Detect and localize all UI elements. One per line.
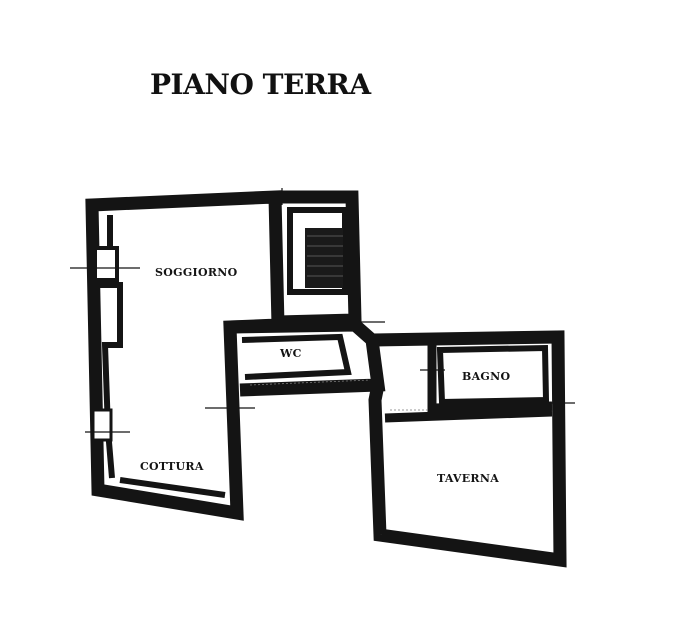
right-block-walls <box>368 330 567 568</box>
staircase-fill <box>305 228 343 288</box>
bagno-wall <box>427 342 553 413</box>
wc-block <box>229 318 386 397</box>
room-label-bagno: BAGNO <box>462 370 510 383</box>
room-label-soggiorno: SOGGIORNO <box>155 266 238 279</box>
room-label-cottura: COTTURA <box>140 460 204 473</box>
room-label-taverna: TAVERNA <box>437 472 499 485</box>
right-block-outer-wall <box>368 330 567 568</box>
floor-plan-title: PIANO TERRA <box>150 68 371 101</box>
bagno-inner-wall <box>436 344 550 406</box>
wc-inner-wall <box>241 333 352 380</box>
room-label-wc: WC <box>279 347 302 360</box>
stair-inner-wall <box>287 207 348 295</box>
cottura-inner-wall <box>119 477 226 498</box>
taverna-top-wall <box>384 407 553 423</box>
dimension-ticks <box>70 188 575 433</box>
stair-steps <box>307 235 343 277</box>
corridor-hatch <box>249 379 371 386</box>
left-window-gap <box>93 246 119 282</box>
stair-block <box>275 190 362 329</box>
left-door-gap <box>91 408 113 442</box>
